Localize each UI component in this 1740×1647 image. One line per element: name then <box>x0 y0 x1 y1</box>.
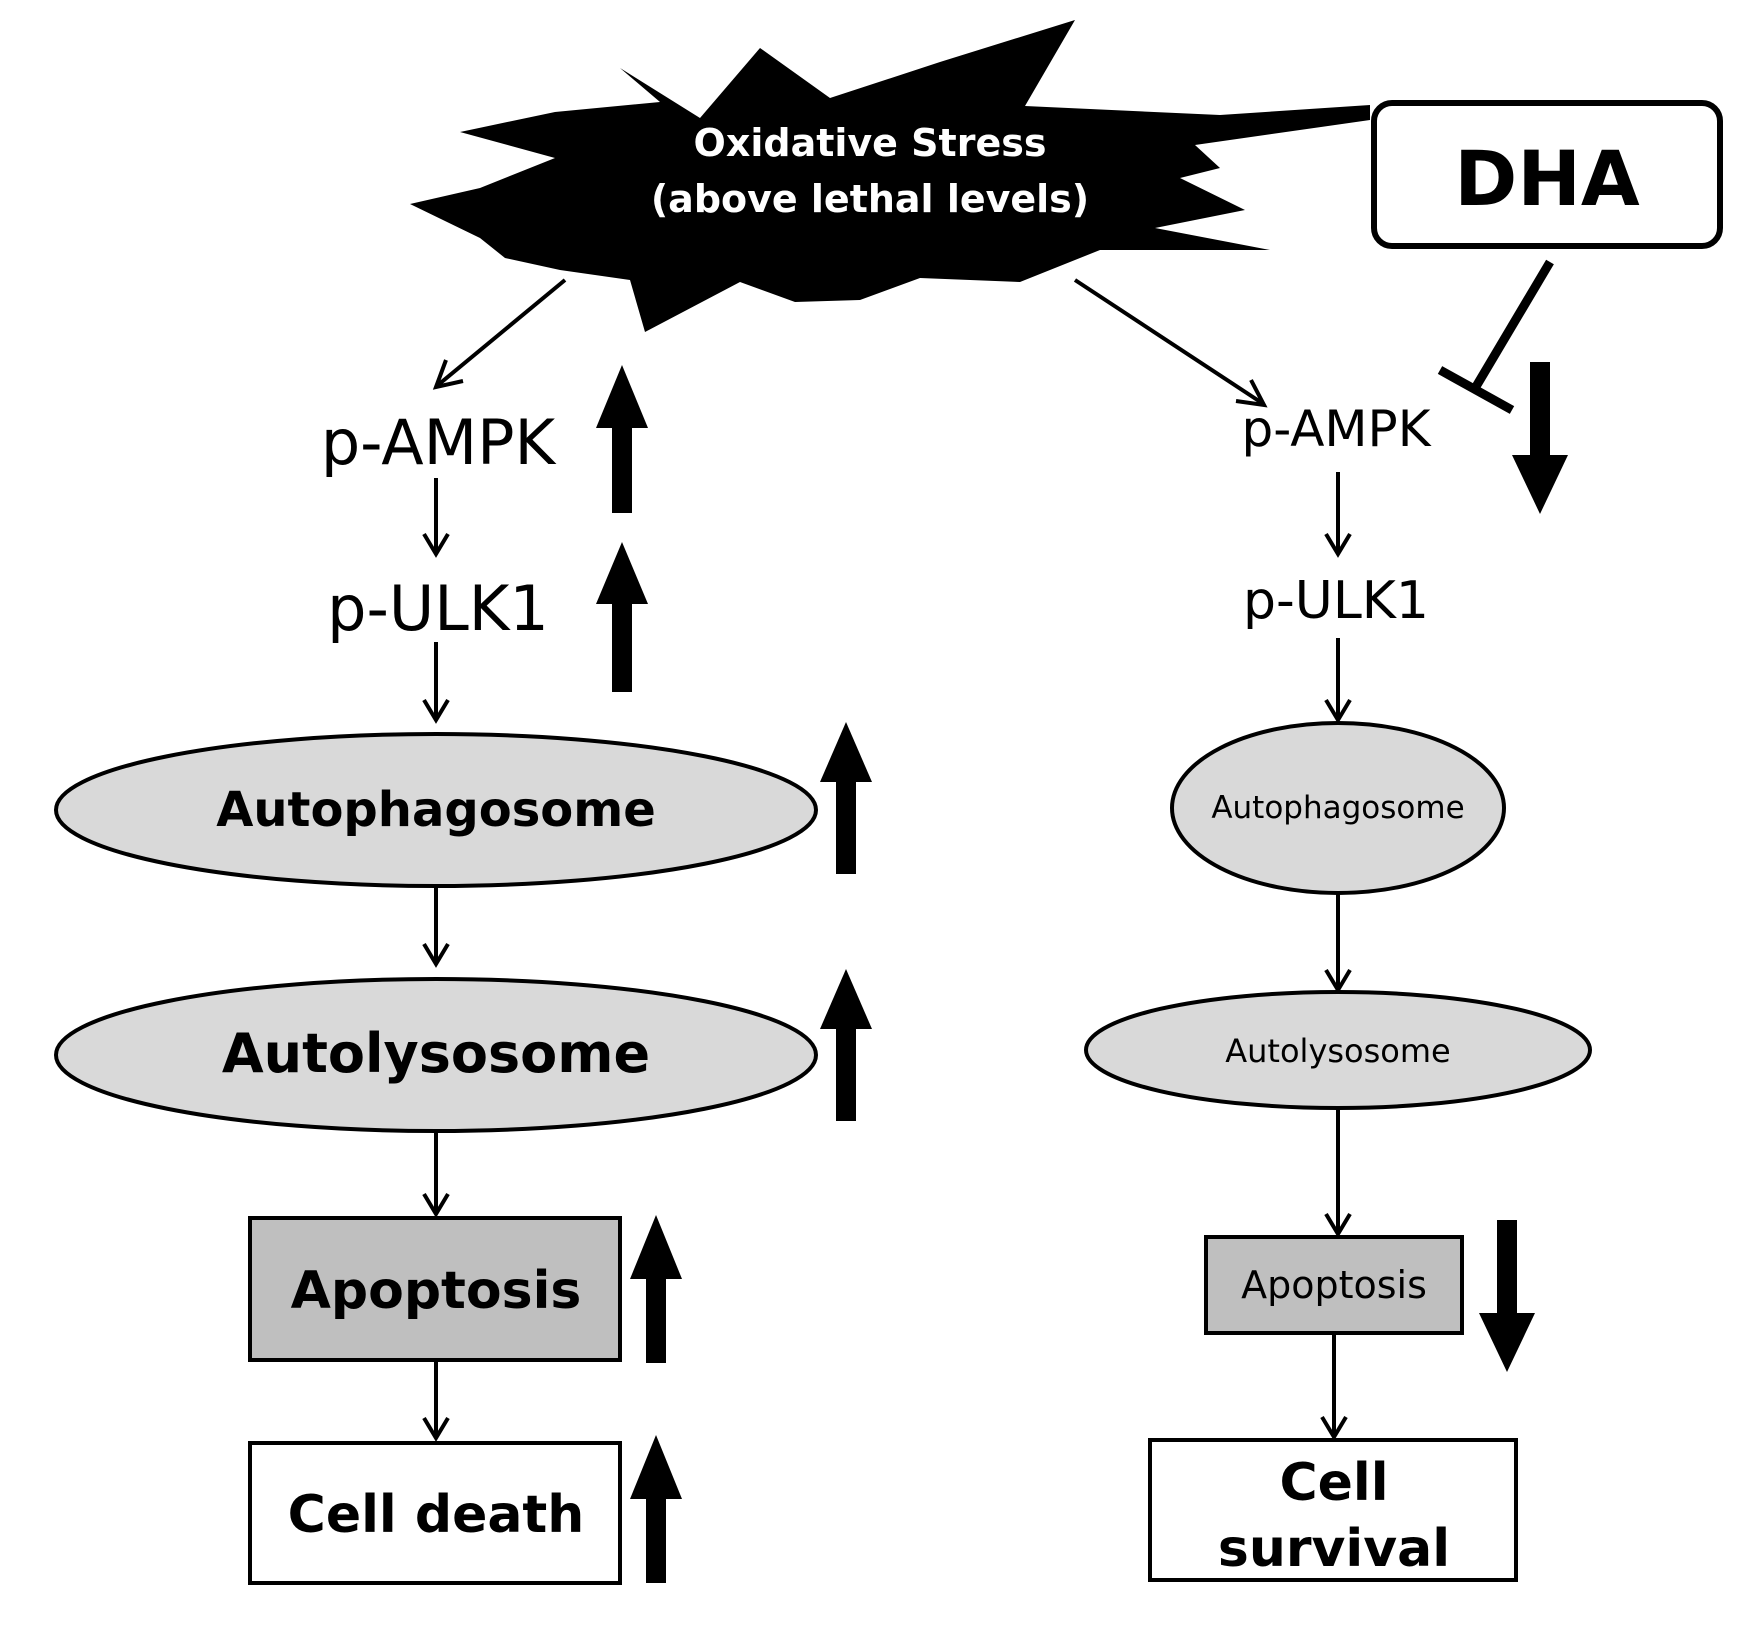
left-autophagosome-up-arrow-icon <box>820 722 872 874</box>
left-autolysosome-up-arrow-icon <box>820 969 872 1121</box>
left-autophagosome-ellipse <box>54 732 818 888</box>
left-apoptosis-label: Apoptosis <box>291 1261 582 1321</box>
right-outcome-label-line2: survival <box>1218 1519 1450 1579</box>
right-apoptosis-down-arrow-icon <box>1479 1220 1535 1372</box>
left-autolysosome-ellipse <box>54 977 818 1133</box>
right-autophagosome-label: Autophagosome <box>1211 790 1464 826</box>
left-apoptosis-up-arrow-icon <box>630 1215 682 1363</box>
left-ampk-label: p-AMPK <box>321 406 557 479</box>
stress-to-left-ampk-arrowhead <box>432 359 464 390</box>
right-autolysosome-to-apoptosis-arrowhead <box>1324 1212 1352 1238</box>
stress-to-left-ampk-arrow <box>436 278 567 387</box>
left-apoptosis-to-death-arrowhead <box>422 1416 450 1442</box>
dha-inhibition-line <box>1470 259 1554 393</box>
right-outcome-label-line1: Cell <box>1279 1453 1388 1513</box>
stress-to-right-ampk-arrowhead <box>1235 379 1268 408</box>
right-ampk-label: p-AMPK <box>1242 400 1432 458</box>
left-autophagosome-to-autolysosome-arrowhead <box>422 942 450 968</box>
left-apoptosis-box <box>248 1216 622 1362</box>
right-ampk-to-ulk1-arrowhead <box>1324 532 1352 558</box>
left-autophagosome-label: Autophagosome <box>216 782 656 838</box>
left-ampk-up-arrow-icon <box>596 365 648 513</box>
left-ulk1-label: p-ULK1 <box>327 572 549 645</box>
stress-label-line2: (above lethal levels) <box>651 177 1089 221</box>
left-ulk1-up-arrow-icon <box>596 542 648 692</box>
left-ulk1-to-autophagosome-arrowhead <box>422 698 450 724</box>
right-ampk-down-arrow-icon <box>1512 362 1568 514</box>
right-ulk1-to-autophagosome-arrowhead <box>1324 698 1352 724</box>
stress-to-right-ampk-arrow <box>1073 278 1264 405</box>
right-ulk1-label: p-ULK1 <box>1243 571 1429 631</box>
left-outcome-box <box>248 1441 622 1585</box>
right-outcome-box <box>1148 1438 1518 1582</box>
oxidative-stress-starburst <box>410 20 1370 332</box>
left-autolysosome-to-apoptosis-arrowhead <box>422 1192 450 1218</box>
dha-inhibition-bar <box>1437 366 1515 414</box>
dha-box <box>1371 100 1723 249</box>
right-apoptosis-box <box>1204 1235 1464 1335</box>
right-autolysosome-label: Autolysosome <box>1225 1032 1450 1070</box>
left-autolysosome-label: Autolysosome <box>222 1022 650 1085</box>
stress-label-line1: Oxidative Stress <box>694 121 1047 165</box>
right-apoptosis-label: Apoptosis <box>1241 1263 1427 1307</box>
right-apoptosis-to-survival-arrowhead <box>1320 1415 1348 1441</box>
left-outcome-label: Cell death <box>288 1485 585 1545</box>
left-ampk-to-ulk1-arrowhead <box>422 532 450 558</box>
left-outcome-up-arrow-icon <box>630 1435 682 1583</box>
dha-label: DHA <box>1454 134 1640 223</box>
